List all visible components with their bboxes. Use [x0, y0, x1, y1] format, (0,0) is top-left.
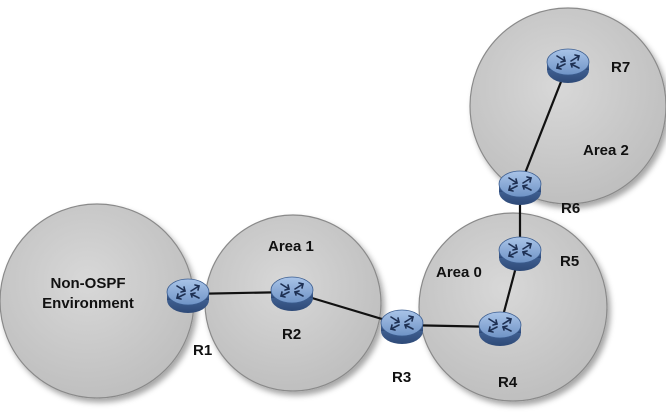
router-r2-label: R2: [282, 326, 301, 343]
router-r3-label: R3: [392, 369, 411, 386]
area-0-region: [418, 212, 608, 402]
non-ospf-label-line2: Environment: [42, 295, 134, 312]
router-r6-label: R6: [561, 200, 580, 217]
router-r6-icon[interactable]: [498, 170, 542, 206]
router-r2-icon[interactable]: [270, 276, 314, 312]
area-0-label: Area 0: [436, 264, 482, 281]
area-2-label: Area 2: [583, 142, 629, 159]
area-2-region: [469, 7, 666, 205]
router-r4-label: R4: [498, 374, 518, 391]
router-r5-label: R5: [560, 253, 579, 270]
area-1-label: Area 1: [268, 238, 314, 255]
router-r5-icon[interactable]: [498, 236, 542, 272]
non-ospf-label-line1: Non-OSPF: [51, 275, 126, 292]
router-r7-label: R7: [611, 59, 630, 76]
router-r3-icon[interactable]: [380, 309, 424, 345]
router-r1-label: R1: [193, 342, 212, 359]
router-r4-icon[interactable]: [478, 311, 522, 347]
link-r6-r7: [518, 63, 570, 187]
router-r7-icon[interactable]: [546, 48, 590, 84]
router-r1-icon[interactable]: [166, 278, 210, 314]
